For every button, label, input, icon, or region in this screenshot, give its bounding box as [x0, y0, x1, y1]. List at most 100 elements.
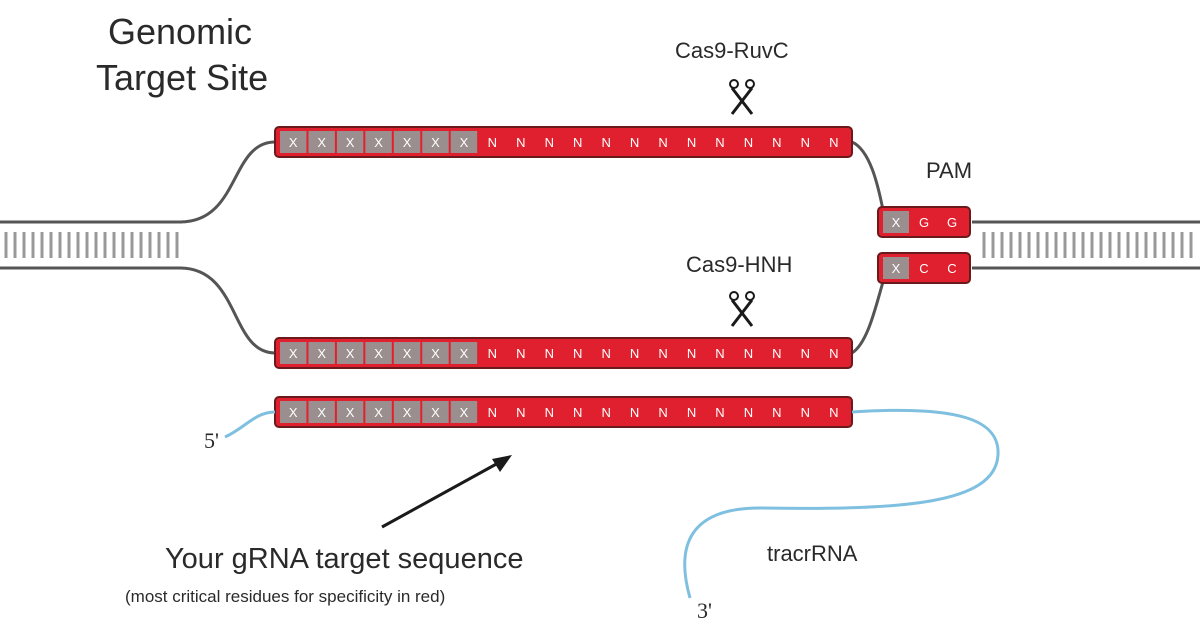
grey-base: [393, 342, 421, 364]
base-letter: N: [573, 405, 582, 420]
title-line-2: Target Site: [96, 57, 269, 98]
red-base: [592, 401, 620, 423]
red-base: [621, 342, 648, 364]
pam-base: [939, 211, 965, 233]
grey-base: [450, 131, 478, 153]
red-base: [678, 131, 705, 153]
base-letter: N: [715, 346, 724, 361]
base-letter: N: [801, 405, 810, 420]
red-base: [479, 131, 506, 153]
red-base: [592, 131, 620, 153]
pam-letter: C: [947, 261, 956, 276]
base-letter: N: [545, 405, 554, 420]
red-base: [536, 131, 563, 153]
base-letter: X: [346, 405, 355, 420]
target-sequence-label: Your gRNA target sequence: [165, 543, 524, 575]
pam-letter: G: [919, 215, 929, 230]
base-letter: X: [431, 135, 440, 150]
grey-base: [365, 342, 392, 364]
base-letter: N: [545, 346, 554, 361]
base-letter: X: [431, 405, 440, 420]
base-letter: N: [658, 346, 667, 361]
red-base: [678, 401, 705, 423]
red-base: [649, 131, 677, 153]
red-base: [763, 131, 791, 153]
red-base: [507, 342, 535, 364]
base-letter: N: [772, 135, 781, 150]
pam-letter: C: [919, 261, 928, 276]
grey-base: [422, 342, 449, 364]
red-base: [735, 401, 762, 423]
grey-base: [336, 342, 364, 364]
red-base: [706, 401, 734, 423]
pam-label: PAM: [926, 158, 973, 183]
pam-base: [883, 211, 909, 233]
base-letter: N: [488, 405, 497, 420]
base-letter: N: [715, 135, 724, 150]
base-letter: N: [545, 135, 554, 150]
base-letter: N: [630, 405, 639, 420]
pam-base: [911, 211, 937, 233]
base-letter: N: [829, 135, 838, 150]
base-letter: N: [744, 135, 753, 150]
red-base: [564, 131, 591, 153]
title-line-1: Genomic: [108, 11, 253, 52]
base-letter: X: [403, 405, 412, 420]
base-letter: N: [630, 346, 639, 361]
base-letter: N: [516, 135, 525, 150]
red-base: [792, 342, 819, 364]
red-base: [792, 401, 819, 423]
base-letter: N: [601, 346, 610, 361]
base-letter: X: [374, 135, 383, 150]
base-letter: N: [687, 346, 696, 361]
grey-base: [450, 342, 478, 364]
red-base: [564, 342, 591, 364]
red-base: [820, 131, 847, 153]
pam-letter: X: [892, 261, 901, 276]
three-prime-label: 3': [697, 598, 712, 623]
base-letter: N: [687, 405, 696, 420]
five-prime-label: 5': [204, 428, 219, 453]
base-letter: N: [630, 135, 639, 150]
base-letter: N: [829, 405, 838, 420]
red-base: [536, 401, 563, 423]
base-letter: N: [772, 346, 781, 361]
pam-letter: X: [892, 215, 901, 230]
hnh-label: Cas9-HNH: [686, 252, 793, 277]
pam-base: [939, 257, 965, 279]
red-base: [479, 342, 506, 364]
red-base: [678, 342, 705, 364]
grey-base: [308, 401, 335, 423]
base-letter: X: [460, 135, 469, 150]
target-arrow: [381, 455, 512, 529]
top-strand-connector-right: [851, 140, 885, 211]
base-letter: X: [431, 346, 440, 361]
base-letter: N: [516, 346, 525, 361]
grna-five-prime-tail: [224, 410, 276, 439]
pam-base: [883, 257, 909, 279]
base-letter: X: [346, 135, 355, 150]
tracrrna-label: tracrRNA: [767, 541, 858, 566]
red-base: [735, 131, 762, 153]
red-base: [536, 342, 563, 364]
base-letter: N: [601, 405, 610, 420]
red-base: [479, 401, 506, 423]
red-base: [592, 342, 620, 364]
grey-base: [450, 401, 478, 423]
base-letter: N: [715, 405, 724, 420]
red-base: [507, 401, 535, 423]
bottom-strand-connector-left: [179, 266, 276, 355]
grey-base: [393, 131, 421, 153]
base-letter: N: [488, 135, 497, 150]
grey-base: [336, 131, 364, 153]
top-strand-connector-left: [179, 140, 276, 224]
base-letter: N: [801, 346, 810, 361]
scissors-icon: [729, 291, 755, 327]
grey-base: [336, 401, 364, 423]
red-base: [706, 342, 734, 364]
